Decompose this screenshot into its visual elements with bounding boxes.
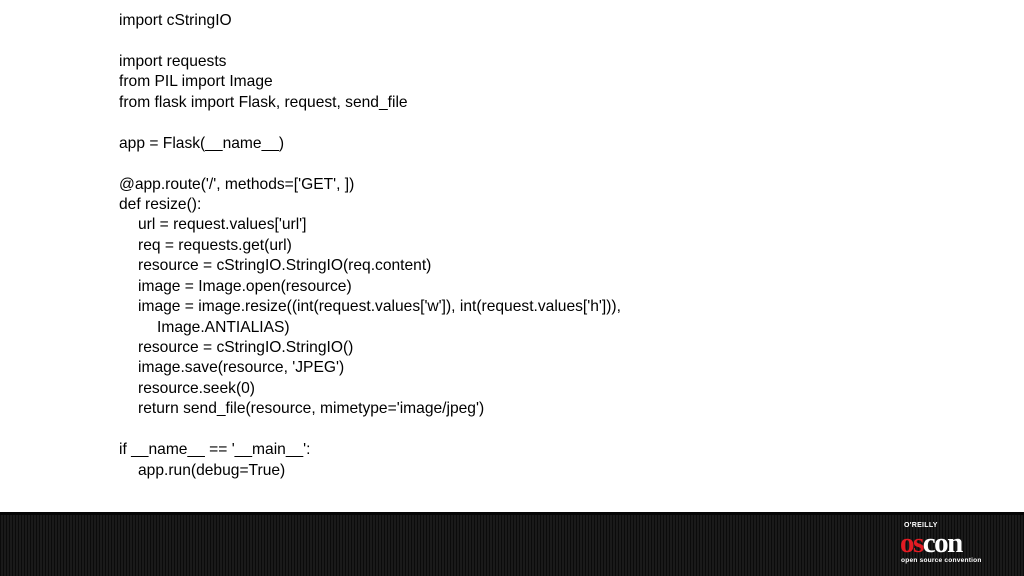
code-line: image.save(resource, 'JPEG') bbox=[138, 359, 345, 377]
code-line: resource.seek(0) bbox=[138, 379, 255, 397]
code-block: import cStringIO import requests from PIL … bbox=[119, 11, 999, 481]
code-line: resource = cStringIO.StringIO(req.conten… bbox=[138, 257, 432, 275]
blank-line bbox=[119, 154, 999, 174]
footer-bar bbox=[0, 512, 1024, 576]
logo-word-con: con bbox=[922, 527, 964, 559]
code-line: if __name__ == '__main__': bbox=[119, 441, 311, 459]
logo-publisher: O'REILLY bbox=[904, 522, 938, 529]
code-line: def resize(): bbox=[119, 195, 202, 213]
code-line: import requests bbox=[119, 52, 227, 70]
code-line: import cStringIO bbox=[119, 12, 232, 29]
code-line: from PIL import Image bbox=[119, 73, 273, 91]
code-line: Image.ANTIALIAS) bbox=[157, 318, 290, 336]
blank-line bbox=[119, 420, 999, 440]
code-line: image = image.resize((int(request.values… bbox=[138, 298, 621, 316]
code-line: app = Flask(__name__) bbox=[119, 134, 285, 152]
blank-line bbox=[119, 31, 999, 51]
code-line: from flask import Flask, request, send_f… bbox=[119, 93, 408, 111]
code-line: resource = cStringIO.StringIO() bbox=[138, 339, 354, 356]
code-line: @app.route('/', methods=['GET', ]) bbox=[119, 175, 355, 193]
logo-tagline: open source convention bbox=[901, 557, 982, 564]
code-line: return send_file(resource, mimetype='ima… bbox=[138, 400, 485, 418]
code-line: app.run(debug=True) bbox=[138, 461, 286, 479]
code-line: url = request.values['url'] bbox=[138, 216, 307, 234]
oscon-logo: O'REILLY oscon open source convention bbox=[900, 520, 1002, 568]
slide-body: import cStringIO import requests from PIL … bbox=[119, 11, 999, 481]
code-line: image = Image.open(resource) bbox=[138, 277, 352, 295]
code-line: req = requests.get(url) bbox=[138, 236, 292, 254]
blank-line bbox=[119, 113, 999, 133]
logo-word-os: os bbox=[900, 527, 924, 559]
logo-wordmark: oscon bbox=[900, 527, 964, 559]
